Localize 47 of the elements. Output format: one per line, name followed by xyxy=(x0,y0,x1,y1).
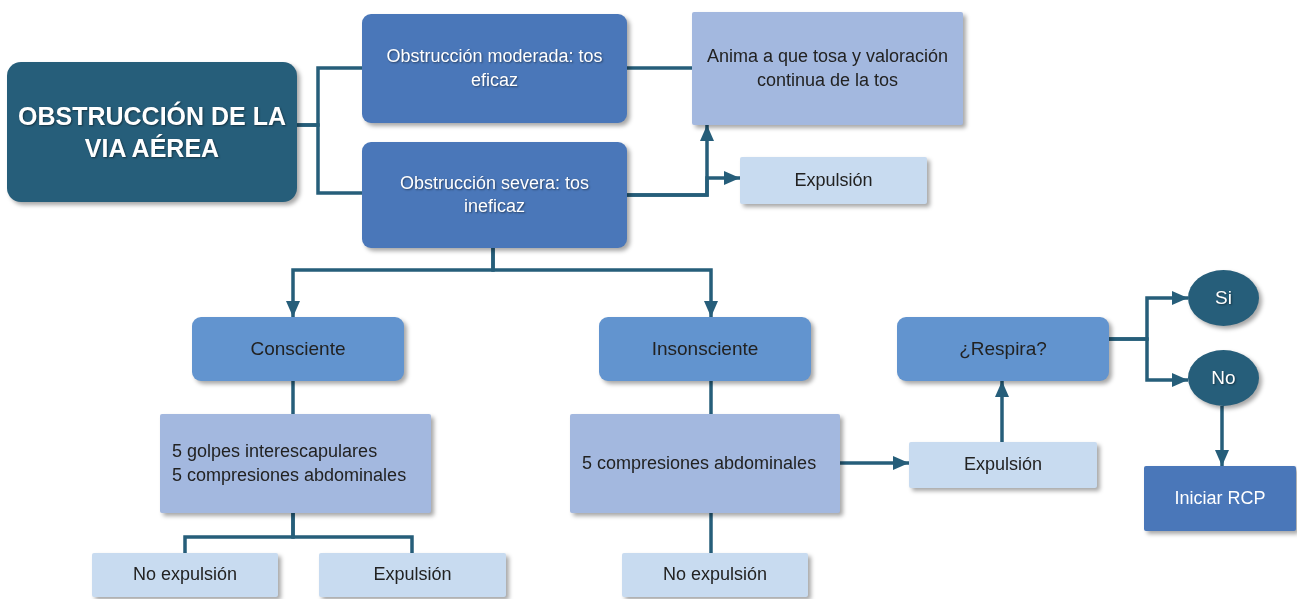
process-box xyxy=(362,142,627,248)
outcome-box xyxy=(909,442,1097,488)
connector-arrow xyxy=(995,381,1009,442)
node-text: 5 compresiones abdominales xyxy=(582,451,817,475)
process-box xyxy=(362,14,627,123)
node-text: No xyxy=(1211,365,1236,390)
connector-arrow xyxy=(627,171,740,197)
answer-oval xyxy=(1188,270,1259,326)
node-text: Expulsión xyxy=(794,168,873,192)
state-box xyxy=(599,317,811,381)
node-text: ¿Respira? xyxy=(959,336,1047,361)
node-text: Obstrucción moderada: tos eficaz xyxy=(385,45,604,92)
action-box xyxy=(160,414,431,513)
node-text: 5 golpes interescapulares xyxy=(172,440,378,464)
node-text: No expulsión xyxy=(132,563,238,587)
outcome-box xyxy=(319,553,506,597)
decision-box xyxy=(897,317,1109,381)
outcome-box xyxy=(622,553,808,597)
action-box xyxy=(1144,466,1296,531)
node-text: Iniciar RCP xyxy=(1174,486,1266,510)
outcome-box xyxy=(740,157,927,204)
action-box xyxy=(570,414,840,513)
state-box xyxy=(192,317,404,381)
connector-arrow xyxy=(491,248,718,317)
node-text: 5 compresiones abdominales xyxy=(172,463,407,487)
node-text: OBSTRUCCIÓN DE LA VIA AÉREA xyxy=(16,100,288,164)
connector-line xyxy=(297,123,362,195)
action-box xyxy=(692,12,963,125)
connector-line xyxy=(291,381,295,414)
connector-line xyxy=(291,513,414,553)
node-text: Expulsión xyxy=(373,563,452,587)
connector-arrow xyxy=(840,456,909,470)
node-text: No expulsión xyxy=(662,563,768,587)
node-text: Insonsciente xyxy=(651,336,759,361)
connector-line xyxy=(709,381,713,414)
node-text: Obstrucción severa: tos ineficaz xyxy=(398,171,591,218)
node-text: Anima a que tosa y valoración continua de la tos xyxy=(705,45,950,92)
node-text: Expulsión xyxy=(963,453,1042,477)
title-box xyxy=(7,62,297,202)
outcome-box xyxy=(92,553,278,597)
connector-arrow xyxy=(1215,406,1229,466)
connector-line xyxy=(627,66,692,70)
connector-arrow xyxy=(1109,337,1188,387)
node-text: Consciente xyxy=(250,336,346,361)
node-text: Si xyxy=(1215,285,1232,310)
answer-oval xyxy=(1188,350,1259,406)
connector-line xyxy=(709,513,713,553)
